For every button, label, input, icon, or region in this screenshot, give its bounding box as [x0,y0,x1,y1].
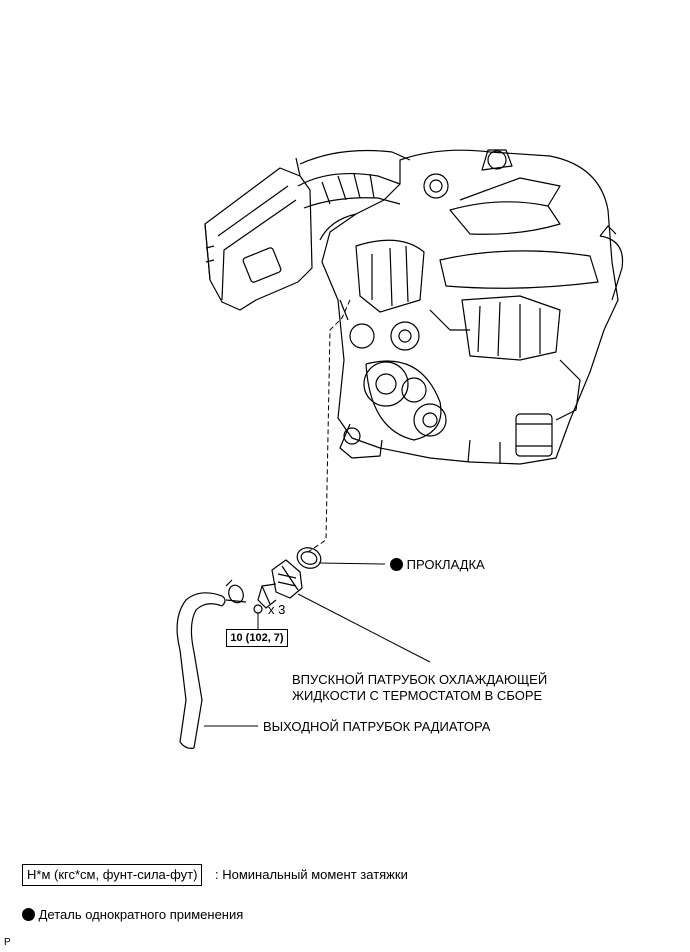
gasket-label: ПРОКЛАДКА [390,556,485,573]
gasket-illustration [296,547,322,569]
bolt-illustration [253,604,263,629]
air-cleaner-illustration [204,157,313,311]
non-reusable-legend-icon [22,908,35,921]
legend-non-reusable-text: Деталь однократного применения [38,907,244,922]
legend-non-reusable: Деталь однократного применения [22,906,243,923]
gasket-label-text: ПРОКЛАДКА [406,557,485,572]
radiator-hose-illustration [176,592,226,749]
inlet-label-line2: ЖИДКОСТИ С ТЕРМОСТАТОМ В СБОРЕ [292,688,543,703]
intake-duct-illustration [297,149,411,209]
thermostat-housing-illustration [257,559,303,609]
non-reusable-part-icon [390,558,403,571]
bolt-quantity: x 3 [268,602,286,617]
torque-spec-box: 10 (102, 7) [226,629,288,647]
legend-torque-description: : Номинальный момент затяжки [215,867,408,882]
legend-torque-units: Н*м (кгс*см, фунт-сила-фут) [22,864,203,886]
inlet-label-line1: ВПУСКНОЙ ПАТРУБОК ОХЛАЖДАЮЩЕЙ [292,672,548,687]
engine-block-illustration [319,149,624,465]
corner-mark: P [4,937,11,948]
alignment-dashed-line [307,299,351,553]
radiator-hose-label: ВЫХОДНОЙ ПАТРУБОК РАДИАТОРА [263,719,491,734]
hose-clamp-illustration [225,579,247,604]
